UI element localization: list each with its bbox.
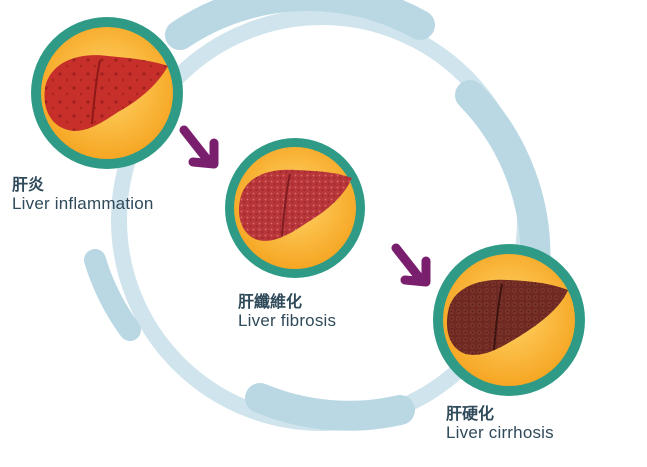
stage-label-en: Liver fibrosis <box>238 311 337 331</box>
liver-fibrosis-image <box>238 169 352 241</box>
stage-label-zh: 肝炎 <box>12 175 45 194</box>
arrow-right-down-icon <box>391 243 431 287</box>
stage-label-en: Liver inflammation <box>12 194 154 214</box>
stage-label-en: Liver cirrhosis <box>446 423 554 443</box>
cycle-ring <box>84 0 551 431</box>
stage-cirrhosis-medallion <box>433 244 585 396</box>
liver-cirrhosis-image <box>446 279 568 355</box>
stage-inflammation-medallion <box>31 17 183 169</box>
stage-cirrhosis-label: 肝硬化 Liver cirrhosis <box>446 404 554 443</box>
liver-inflammation-image <box>44 55 168 131</box>
stage-fibrosis-medallion <box>225 138 365 278</box>
stage-inflammation-label: 肝炎 Liver inflammation <box>12 175 154 214</box>
stage-label-zh: 肝硬化 <box>446 404 495 423</box>
arrow-right-down-icon <box>179 125 219 169</box>
stage-label-zh: 肝纖維化 <box>238 292 303 311</box>
stage-fibrosis-label: 肝纖維化 Liver fibrosis <box>238 292 337 331</box>
